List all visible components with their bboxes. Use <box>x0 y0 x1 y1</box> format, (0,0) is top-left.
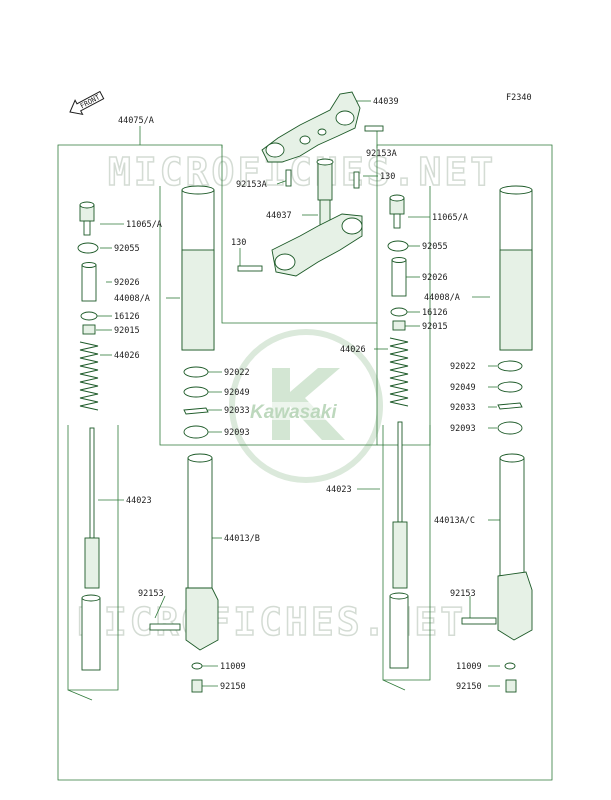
label-92026-left: 92026 <box>114 278 140 288</box>
right-spacer-92026 <box>391 257 407 297</box>
label-130-lower: 130 <box>231 238 246 248</box>
right-nut-92015 <box>392 320 406 331</box>
label-16126-left: 16126 <box>114 312 140 322</box>
right-inner-tube-44008 <box>499 185 533 351</box>
label-92153a-upper: 92153A <box>366 149 397 159</box>
right-spring-44026 <box>389 337 409 407</box>
left-outer-tube-44013 <box>185 453 219 651</box>
diagram-code: F2340 <box>506 93 532 103</box>
label-11065-left: 11065/A <box>126 220 162 230</box>
label-44026-left: 44026 <box>114 351 140 361</box>
label-44008-right: 44008/A <box>424 293 460 303</box>
bolt-130-upper <box>353 171 360 189</box>
left-top-cap <box>79 201 95 236</box>
label-44013-left: 44013/B <box>224 534 260 544</box>
label-92150-right: 92150 <box>456 682 482 692</box>
label-92026-right: 92026 <box>422 273 448 283</box>
label-92153-right: 92153 <box>450 589 476 599</box>
left-damper-rod-44023 <box>81 427 101 671</box>
right-axle-bolt-92153 <box>461 617 497 625</box>
right-seal-92093 <box>497 421 523 435</box>
label-44037: 44037 <box>266 211 292 221</box>
right-bolt-92150 <box>505 679 517 693</box>
left-spring-44026 <box>79 341 99 411</box>
part-labels: 44075/A 44039 92153A 92153A 130 44037 13… <box>114 97 482 692</box>
label-44075: 44075/A <box>118 116 154 126</box>
right-seal-92049 <box>497 381 523 393</box>
lower-triple-clamp <box>271 213 363 277</box>
label-44008-left: 44008/A <box>114 294 150 304</box>
left-washer-16126 <box>80 311 98 321</box>
right-washer-16126 <box>390 307 408 317</box>
label-130-upper: 130 <box>380 172 395 182</box>
steering-stem <box>316 158 334 229</box>
svg-text:MICROFICHES.NET: MICROFICHES.NET <box>108 150 496 194</box>
label-11009-left: 11009 <box>220 662 246 672</box>
bolt-92153a-upper <box>364 125 384 132</box>
label-92049-left: 92049 <box>224 388 250 398</box>
label-92150-left: 92150 <box>220 682 246 692</box>
right-oring-92055 <box>387 240 409 252</box>
label-92093-right: 92093 <box>450 424 476 434</box>
label-11065-right: 11065/A <box>432 213 468 223</box>
label-92055-right: 92055 <box>422 242 448 252</box>
right-gasket-11009 <box>504 662 516 670</box>
right-clip-92033 <box>497 402 523 410</box>
left-inner-tube-44008 <box>181 185 215 351</box>
left-gasket-11009 <box>191 662 203 670</box>
label-44026-right: 44026 <box>340 345 366 355</box>
bolt-92153a-lower <box>285 169 292 187</box>
left-seal-92022 <box>183 366 209 378</box>
front-arrow-icon: FRONT <box>69 90 105 116</box>
label-92153a-lower: 92153A <box>236 180 267 190</box>
label-92033-left: 92033 <box>224 406 250 416</box>
upper-triple-clamp <box>261 91 361 163</box>
left-nut-92015 <box>82 324 96 335</box>
label-16126-right: 16126 <box>422 308 448 318</box>
label-92022-left: 92022 <box>224 368 250 378</box>
label-44023-left: 44023 <box>126 496 152 506</box>
kawasaki-logo: Kawasaki <box>229 329 383 483</box>
left-spacer-92026 <box>81 262 97 302</box>
label-11009-right: 11009 <box>456 662 482 672</box>
svg-text:Kawasaki: Kawasaki <box>250 402 337 423</box>
right-outer-tube-44013 <box>497 453 533 641</box>
label-92093-left: 92093 <box>224 428 250 438</box>
right-damper-rod-44023 <box>389 421 409 669</box>
label-44013-right: 44013A/C <box>434 516 475 526</box>
label-92055-left: 92055 <box>114 244 140 254</box>
label-44039: 44039 <box>373 97 399 107</box>
left-axle-bolt-92153 <box>149 623 181 631</box>
label-44023-right: 44023 <box>326 485 352 495</box>
label-92153-left: 92153 <box>138 589 164 599</box>
left-seal-92049 <box>183 386 209 398</box>
left-bolt-92150 <box>191 679 203 693</box>
watermark-top: MICROFICHES.NET <box>107 149 496 195</box>
left-oring-92055 <box>77 242 99 254</box>
right-seal-92022 <box>497 360 523 372</box>
label-92049-right: 92049 <box>450 383 476 393</box>
left-seal-92093 <box>183 425 209 439</box>
left-clip-92033 <box>183 407 209 415</box>
right-top-cap <box>389 194 405 229</box>
label-92033-right: 92033 <box>450 403 476 413</box>
svg-text:FRONT: FRONT <box>79 93 102 110</box>
label-92015-left: 92015 <box>114 326 140 336</box>
label-92022-right: 92022 <box>450 362 476 372</box>
label-92015-right: 92015 <box>422 322 448 332</box>
bolt-130-lower <box>237 265 263 272</box>
